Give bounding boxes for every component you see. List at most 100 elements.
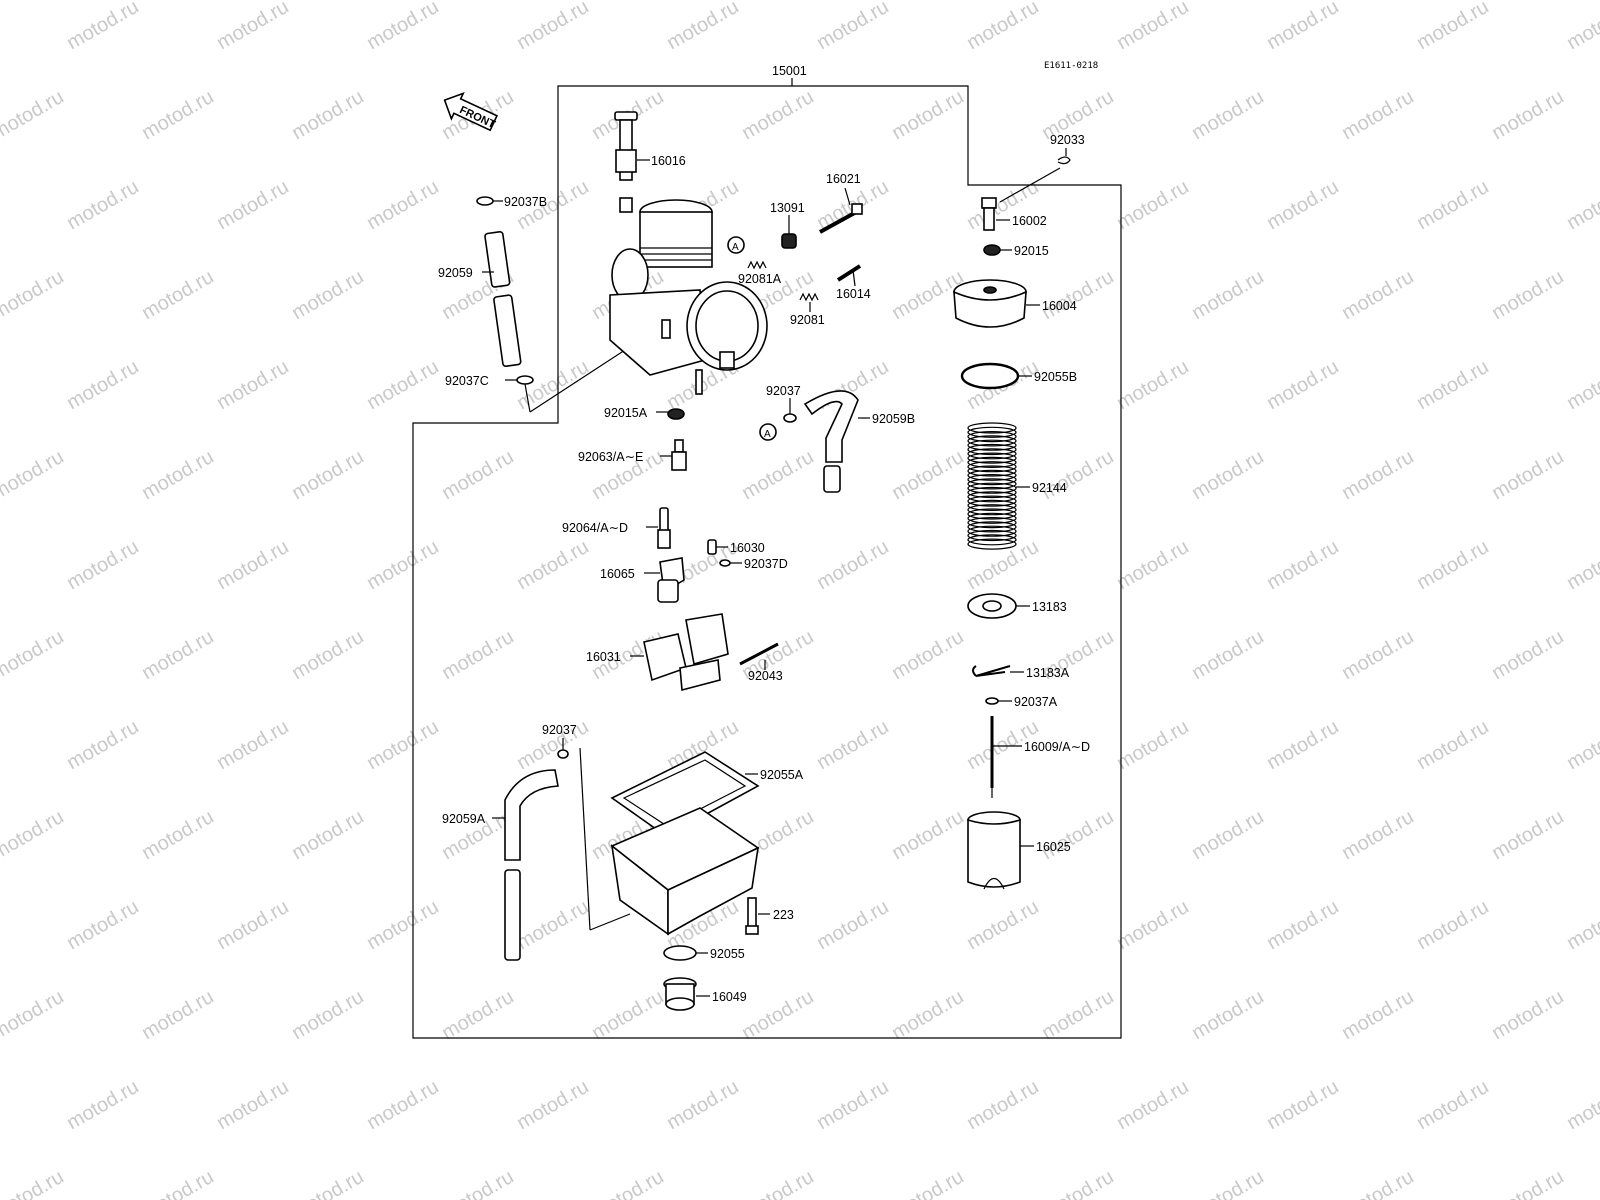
watermark-text: motod.ru [1113, 896, 1192, 955]
watermark-text: motod.ru [288, 86, 367, 145]
watermark-text: motod.ru [963, 896, 1042, 955]
label-92059B: 92059B [872, 412, 915, 426]
spring-coil [967, 508, 1017, 520]
label-92059A: 92059A [442, 812, 486, 826]
watermark-text: motod.ru [1413, 716, 1492, 775]
oring-92055B [960, 362, 1020, 390]
label-13183: 13183 [1032, 600, 1067, 614]
watermark-text: motod.ru [363, 0, 442, 54]
label-92037C: 92037C [445, 374, 489, 388]
spring-92144 [967, 422, 1017, 550]
watermark-text: motod.ru [888, 1166, 967, 1200]
watermark-text: motod.ru [1413, 176, 1492, 235]
watermark-text: motod.ru [1413, 0, 1492, 54]
watermark-text: motod.ru [1113, 536, 1192, 595]
top-cap-16004 [953, 279, 1027, 328]
label-92037D: 92037D [744, 557, 788, 571]
watermark-text: motod.ru [888, 986, 967, 1045]
spring-coil [967, 538, 1017, 550]
watermark-text: motod.ru [288, 986, 367, 1045]
watermark-text: motod.ru [738, 986, 817, 1045]
label-16014: 16014 [836, 287, 871, 301]
spring-coil [967, 516, 1017, 529]
watermark-text: motod.ru [1263, 356, 1342, 415]
watermark-text: motod.ru [888, 806, 967, 865]
label-92063: 92063/A∼E [578, 450, 643, 464]
spring-coil [967, 504, 1017, 516]
watermark-text: motod.ru [0, 626, 68, 685]
watermark-text: motod.ru [663, 1076, 742, 1135]
label-92081A: 92081A [738, 272, 782, 286]
watermark-text: motod.ru [438, 446, 517, 505]
watermark-text: motod.ru [138, 626, 217, 685]
spring-92081A [747, 260, 767, 270]
watermark-text: motod.ru [1038, 986, 1117, 1045]
watermark-text: motod.ru [1488, 446, 1567, 505]
watermark-text: motod.ru [888, 626, 967, 685]
watermark-text: motod.ru [1338, 986, 1417, 1045]
watermark-text: motod.ru [363, 716, 442, 775]
label-13091: 13091 [770, 201, 805, 215]
spring-coil [967, 474, 1017, 486]
watermark-text: motod.ru [1263, 1076, 1342, 1135]
gasket-92055A [610, 751, 760, 837]
watermark-text: motod.ru [138, 986, 217, 1045]
throttle-stop-screw [614, 111, 638, 213]
label-92055A: 92055A [760, 768, 804, 782]
label-16002: 16002 [1012, 214, 1047, 228]
watermark-text: motod.ru [1263, 896, 1342, 955]
spring-coil [967, 499, 1017, 511]
label-92144: 92144 [1032, 481, 1067, 495]
watermark-text: motod.ru [1488, 986, 1567, 1045]
watermark-text: motod.ru [63, 176, 142, 235]
watermark-text: motod.ru [513, 0, 592, 54]
clip-13183A [972, 665, 1011, 677]
label-92081: 92081 [790, 313, 825, 327]
label-16030: 16030 [730, 541, 765, 555]
watermark-text: motod.ru [288, 266, 367, 325]
marker-a-lower [759, 423, 777, 441]
watermark-text: motod.ru [1263, 0, 1342, 54]
spring-coil [967, 431, 1017, 443]
watermark-text: motod.ru [1488, 86, 1567, 145]
pin-92043 [739, 642, 779, 666]
float-16031 [643, 613, 729, 692]
watermark-text: motod.ru [1488, 626, 1567, 685]
watermark-text: motod.ru [213, 536, 292, 595]
watermark-text: motod.ru [0, 986, 68, 1045]
label-92015: 92015 [1014, 244, 1049, 258]
watermark-text: motod.ru [438, 986, 517, 1045]
label-92037-top: 92037 [766, 384, 801, 398]
spring-coil [967, 443, 1017, 456]
watermark-text: motod.ru [1338, 626, 1417, 685]
watermark-text: motod.ru [663, 0, 742, 54]
label-16021: 16021 [826, 172, 861, 186]
spring-coil [967, 439, 1017, 451]
watermark-text: motod.ru [1188, 266, 1267, 325]
watermark-text: motod.ru [63, 716, 142, 775]
nut-92015 [983, 244, 1001, 256]
watermark-text: motod.ru [1188, 86, 1267, 145]
watermark-text: motod.ru [213, 1076, 292, 1135]
watermark-text: motod.ru [1188, 626, 1267, 685]
watermark-text: motod.ru [1263, 176, 1342, 235]
watermark-text: motod.ru [138, 446, 217, 505]
part-16030 [707, 539, 717, 555]
watermark-text: motod.ru [1113, 716, 1192, 775]
watermark-text: motod.ru [513, 896, 592, 955]
pilot-jet-92063 [671, 439, 687, 471]
watermark-text: motod.ru [63, 0, 142, 54]
watermark-text: motod.ru [138, 806, 217, 865]
watermark-text: motod.ru [813, 896, 892, 955]
watermark-text: motod.ru [738, 446, 817, 505]
watermark-text: motod.ru [1263, 536, 1342, 595]
spring-coil [967, 465, 1017, 477]
watermark-text: motod.ru [213, 176, 292, 235]
float-bowl [610, 807, 760, 936]
watermark-text: motod.ru [213, 0, 292, 54]
assembly-boundary [412, 85, 1122, 1039]
spring-coil [967, 469, 1017, 481]
label-16016: 16016 [651, 154, 686, 168]
watermark-text: motod.ru [813, 0, 892, 54]
watermark-text: motod.ru [813, 536, 892, 595]
